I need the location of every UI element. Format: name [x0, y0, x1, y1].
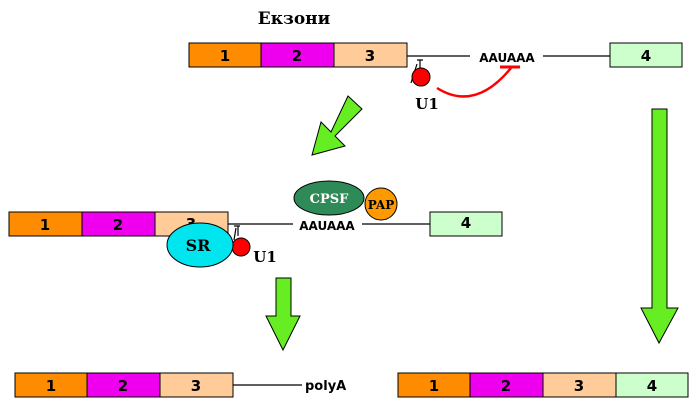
top-exon-4-label: 4	[641, 47, 651, 65]
arrow-middle-vertical	[265, 277, 301, 352]
polya-tail-label: polyA	[305, 379, 346, 394]
mid-exon-4-label: 4	[461, 214, 471, 232]
polya-exon-1	[14, 372, 88, 398]
polya-exon-3-label: 3	[191, 377, 201, 395]
polya-exon-2-label: 2	[118, 377, 128, 395]
top-u1-particle	[411, 67, 431, 87]
sr-protein	[166, 222, 234, 268]
top-exon-2-label: 2	[292, 47, 302, 65]
mid-exon-2	[81, 211, 156, 237]
mid-signal-aauaaa: AAUAAA	[299, 219, 355, 233]
top-exon-2	[260, 42, 335, 68]
top-transcript: 1 2 3 AAUAAA 4 U1	[188, 42, 683, 113]
middle-transcript: 1 2 3 AAUAAA 4 U1 SR CPSF PAP	[8, 180, 503, 268]
full-exon-4-label: 4	[647, 377, 657, 395]
top-inhibition-arc	[436, 67, 512, 98]
full-exon-2-label: 2	[501, 377, 511, 395]
product-full-mrna: 1 2 3 4	[397, 372, 689, 398]
top-u1-label: U1	[415, 95, 439, 113]
polya-exon-1-label: 1	[46, 377, 56, 395]
polya-exon-2	[86, 372, 161, 398]
title-exons: Екзони	[258, 9, 331, 29]
mid-u1-tether	[233, 225, 240, 241]
mid-exon-2-label: 2	[113, 216, 123, 234]
top-exon-1	[188, 42, 262, 68]
product-polya-mrna: 1 2 3 polyA	[14, 372, 346, 398]
top-exon-3	[333, 42, 408, 68]
sr-label: SR	[186, 236, 212, 255]
top-signal-aauaaa: AAUAAA	[479, 51, 535, 65]
top-exon-1-label: 1	[220, 47, 230, 65]
full-exon-3	[542, 372, 617, 398]
mid-exon-4	[429, 211, 503, 237]
top-exon-3-label: 3	[365, 47, 375, 65]
mid-exon-1	[8, 211, 83, 237]
top-exon-4	[609, 42, 683, 68]
arrow-diagonal	[311, 95, 363, 156]
pap-label: PAP	[368, 198, 394, 212]
mid-exon-1-label: 1	[40, 216, 50, 234]
arrow-right-vertical	[640, 108, 679, 345]
mid-u1-particle	[231, 237, 251, 257]
pap-enzyme	[364, 187, 398, 221]
full-exon-3-label: 3	[574, 377, 584, 395]
cpsf-label: CPSF	[310, 192, 350, 207]
cpsf-complex	[293, 180, 365, 216]
full-exon-1-label: 1	[429, 377, 439, 395]
full-exon-4	[615, 372, 689, 398]
mid-u1-label: U1	[253, 248, 277, 266]
polya-exon-3	[159, 372, 234, 398]
